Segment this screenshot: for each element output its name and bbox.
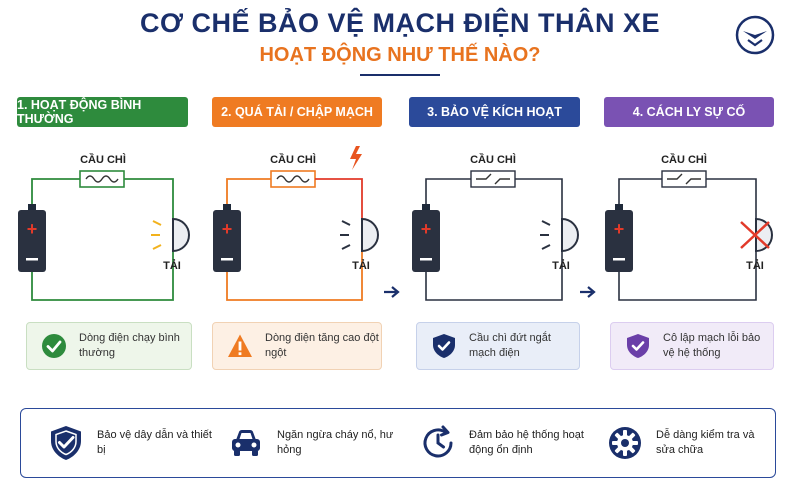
benefit-item: Đảm bảo hệ thống hoạt động ổn định — [419, 419, 589, 467]
step-2-header: 2. QUÁ TẢI / CHẬP MẠCH — [212, 97, 382, 127]
svg-text:+: + — [27, 219, 38, 239]
arrow-right-icon — [580, 286, 596, 298]
arrow-right-icon — [384, 286, 400, 298]
fuse-label: CẦU CHÌ — [270, 153, 316, 166]
shield-check-icon — [433, 334, 455, 358]
fuse-label: CẦU CHÌ — [661, 153, 707, 166]
step-2-status: Dòng điện tăng cao đột ngột — [212, 322, 382, 370]
warning-icon — [228, 334, 252, 357]
svg-text:+: + — [222, 219, 233, 239]
step-3-header: 3. BẢO VỆ KÍCH HOẠT — [409, 97, 580, 127]
shield-check-icon — [51, 426, 81, 460]
step-1-status: Dòng điện chạy bình thường — [26, 322, 192, 370]
benefit-item: Ngăn ngừa cháy nổ, hư hỏng — [227, 419, 397, 467]
benefit-text: Dễ dàng kiểm tra và sửa chữa — [656, 429, 755, 456]
circuit-4: CẦU CHÌ + TẢI — [605, 153, 773, 301]
circuit-diagrams: CẦU CHÌ + TẢI CẦU CHÌ + — [18, 146, 773, 301]
load-label: TẢI — [163, 259, 181, 272]
battery-icon: + — [18, 204, 46, 272]
circuit-1: CẦU CHÌ + TẢI — [18, 153, 190, 301]
svg-text:+: + — [421, 219, 432, 239]
lamp-icon — [340, 217, 379, 253]
page-subtitle: HOẠT ĐỘNG NHƯ THẾ NÀO? — [259, 44, 541, 66]
benefit-text: Bảo vệ dây dẫn và thiết bị — [97, 429, 212, 456]
status-text: Cầu chì đứt ngắt mạch điện — [469, 332, 551, 359]
fuse-label: CẦU CHÌ — [80, 153, 126, 166]
load-label: TẢI — [552, 259, 570, 272]
subtitle-underline — [360, 74, 440, 76]
step-4-header: 4. CÁCH LY SỰ CỐ — [604, 97, 774, 127]
lamp-icon — [540, 217, 579, 253]
status-text: Dòng điện tăng cao đột ngột — [265, 332, 379, 359]
benefit-item: Dễ dàng kiểm tra và sửa chữa — [606, 419, 776, 467]
circuit-2: CẦU CHÌ + TẢI — [213, 146, 379, 301]
car-icon — [232, 430, 260, 456]
load-label: TẢI — [352, 259, 370, 272]
logo-icon — [735, 15, 775, 55]
battery-icon: + — [605, 204, 633, 272]
benefits-panel: Bảo vệ dây dẫn và thiết bị Ngăn ngừa chá… — [20, 408, 776, 478]
check-icon — [42, 334, 66, 358]
status-text: Dòng điện chạy bình thường — [79, 332, 180, 359]
clock-refresh-icon — [423, 425, 453, 458]
circuit-3: CẦU CHÌ + TẢI — [412, 153, 579, 301]
benefit-text: Ngăn ngừa cháy nổ, hư hỏng — [277, 429, 394, 456]
gear-icon — [609, 427, 641, 459]
status-text: Cô lập mạch lỗi bảo vệ hệ thống — [663, 332, 761, 359]
lamp-off-icon — [740, 217, 773, 253]
svg-text:+: + — [614, 219, 625, 239]
lightning-icon — [350, 146, 362, 170]
step-1-header: 1. HOẠT ĐỘNG BÌNH THƯỜNG — [17, 97, 188, 127]
step-4-status: Cô lập mạch lỗi bảo vệ hệ thống — [610, 322, 774, 370]
benefit-text: Đảm bảo hệ thống hoạt động ổn định — [469, 429, 584, 456]
step-3-status: Cầu chì đứt ngắt mạch điện — [416, 322, 580, 370]
battery-icon: + — [412, 204, 440, 272]
benefit-item: Bảo vệ dây dẫn và thiết bị — [47, 419, 217, 467]
page-title: CƠ CHẾ BẢO VỆ MẠCH ĐIỆN THÂN XE — [139, 8, 661, 38]
shield-check-icon — [627, 334, 649, 358]
battery-icon: + — [213, 204, 241, 272]
lamp-icon — [151, 217, 190, 253]
load-label: TẢI — [746, 259, 764, 272]
fuse-label: CẦU CHÌ — [470, 153, 516, 166]
